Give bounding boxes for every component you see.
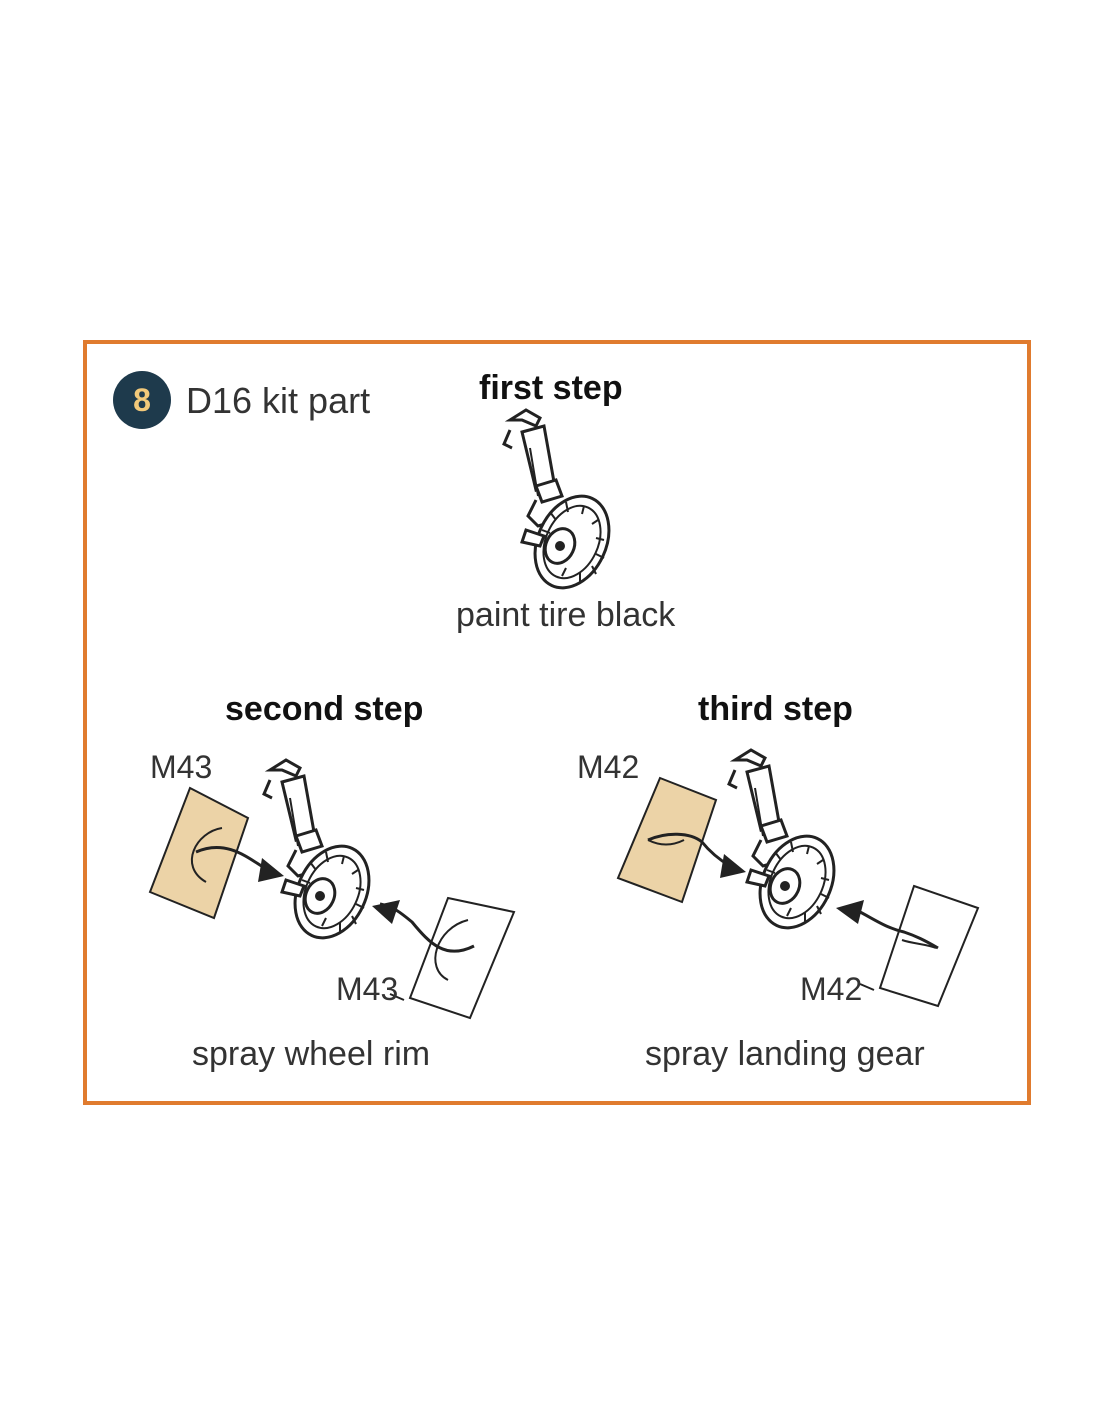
step-number-badge: 8 — [113, 371, 171, 429]
first-step-caption: paint tire black — [456, 596, 676, 634]
mask-label-m42-top: M42 — [577, 749, 640, 785]
instruction-frame — [83, 340, 1031, 1105]
mask-label-m43-bottom: M43 — [336, 971, 399, 1007]
first-step-title: first step — [479, 369, 623, 407]
mask-label-m43-top: M43 — [150, 749, 213, 785]
mask-label-m42-bottom: M42 — [800, 971, 863, 1007]
third-step-caption: spray landing gear — [645, 1035, 925, 1073]
second-step-title: second step — [225, 690, 424, 728]
third-step-title: third step — [698, 690, 853, 728]
second-step-caption: spray wheel rim — [192, 1035, 431, 1073]
part-label: D16 kit part — [186, 380, 371, 421]
